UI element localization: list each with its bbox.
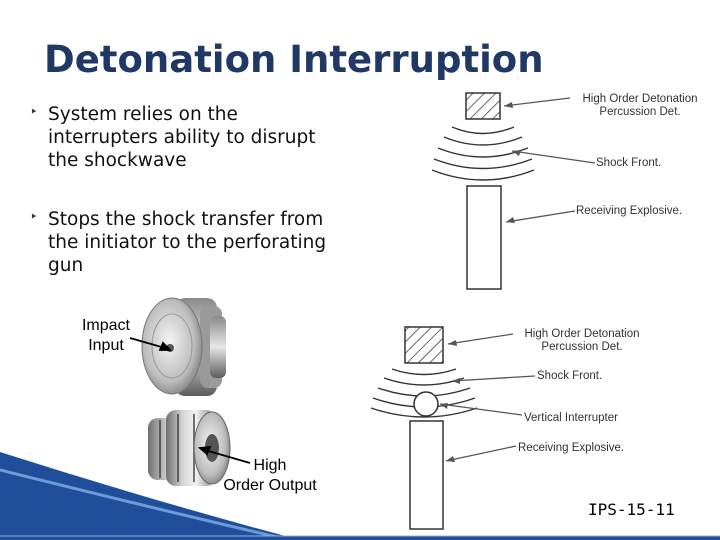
top-diagram xyxy=(431,92,596,290)
receiving-explosive-column-2 xyxy=(409,420,444,530)
top-label-high-order-det: High Order Detonation Percussion Det. xyxy=(570,93,710,119)
output-label-line1: High xyxy=(253,457,287,474)
bottom-hod-line2: Percussion Det. xyxy=(541,341,623,353)
top-leader-lines xyxy=(503,97,596,223)
bottom-label-high-order-det: High Order Detonation Percussion Det. xyxy=(512,328,652,354)
bottom-leader-lines xyxy=(439,333,536,462)
footer-swoosh xyxy=(0,452,720,540)
bullet-icon: ‣ xyxy=(30,105,38,120)
output-label-line2: Order Output xyxy=(223,477,317,494)
high-order-output-label: High Order Output xyxy=(212,456,328,496)
top-hod-line2: Percussion Det. xyxy=(599,106,681,118)
bullet-text-1: System relies on the interrupters abilit… xyxy=(48,104,316,171)
top-hod-line1: High Order Detonation xyxy=(582,93,698,105)
bottom-label-vertical-interrupter: Vertical Interrupter xyxy=(524,412,618,424)
slide-footer-id: IPS-15-11 xyxy=(588,500,675,519)
bottom-label-shock-front: Shock Front. xyxy=(537,370,603,382)
impact-label-line2: Input xyxy=(88,337,124,354)
shock-front-arcs xyxy=(431,126,535,181)
photo-arrows xyxy=(129,337,251,464)
impact-label-line1: Impact xyxy=(81,317,130,334)
percussion-det-block-2 xyxy=(404,326,444,364)
top-label-receiving-explosive: Receiving Explosive. xyxy=(576,205,683,217)
receiving-explosive-column xyxy=(466,185,502,290)
vertical-interrupter-ball xyxy=(413,391,439,417)
impact-device-photo xyxy=(141,297,226,396)
bottom-diagram xyxy=(370,326,536,530)
percussion-det-block xyxy=(465,92,501,120)
top-label-shock-front: Shock Front. xyxy=(596,157,662,169)
bottom-hod-line1: High Order Detonation xyxy=(524,328,640,340)
bullet-icon: ‣ xyxy=(30,210,38,225)
bottom-label-receiving-explosive: Receiving Explosive. xyxy=(518,442,625,454)
impact-input-label: Impact Input xyxy=(68,316,144,356)
bullet-text-2: Stops the shock transfer from the initia… xyxy=(48,209,327,276)
slide-title: Detonation Interruption xyxy=(44,38,544,81)
output-device-photo xyxy=(148,410,231,486)
